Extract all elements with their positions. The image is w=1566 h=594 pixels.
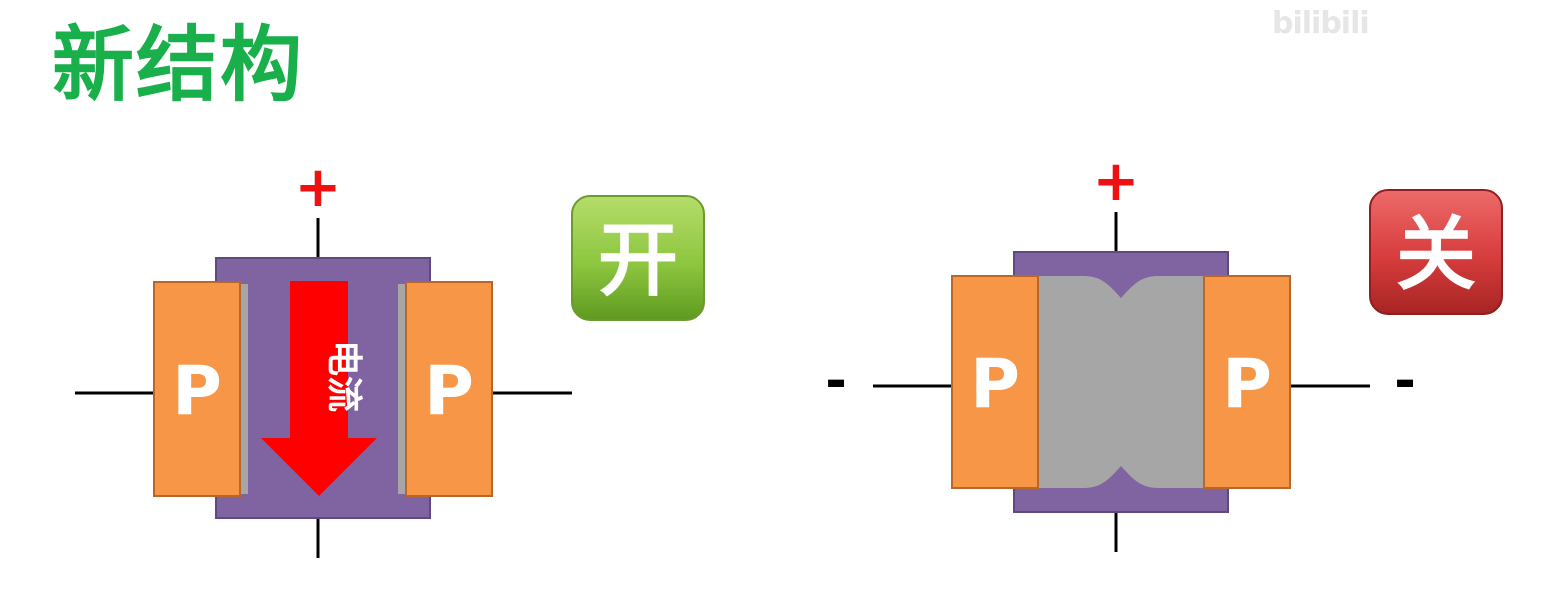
right-device-left-minus-sign: - [825,351,847,411]
left-device-current-arrow [261,281,377,496]
left-device-current-label: 电流 [323,340,364,412]
right-device-p-region-left [951,275,1039,489]
left-device-gate-layer-left [240,284,248,494]
on-badge: 开 [571,195,705,321]
on-badge-label: 开 [598,214,678,307]
right-device-p-label-right: P [1222,345,1272,424]
left-device-p-label-left: P [172,352,222,431]
watermark-logo: bilibili [1272,6,1370,41]
right-device: P P + - - 关 [825,149,1503,552]
right-device-right-minus-sign: - [1394,351,1416,411]
left-device-p-region-left [153,281,241,497]
left-device-plus-sign: + [295,155,342,220]
left-device-p-label-right: P [424,352,474,431]
left-device-gate-layer-right [398,284,406,494]
right-device-plus-sign: + [1093,149,1140,214]
right-device-p-region-right [1203,275,1291,489]
left-device-p-region-right [405,281,493,497]
right-device-p-label-left: P [970,345,1020,424]
off-badge: 关 [1369,189,1503,315]
off-badge-label: 关 [1396,208,1476,301]
page-title: 新结构 [52,18,305,113]
right-device-depletion-region [1038,276,1204,488]
left-device: P P 电流 + 开 [75,155,705,558]
